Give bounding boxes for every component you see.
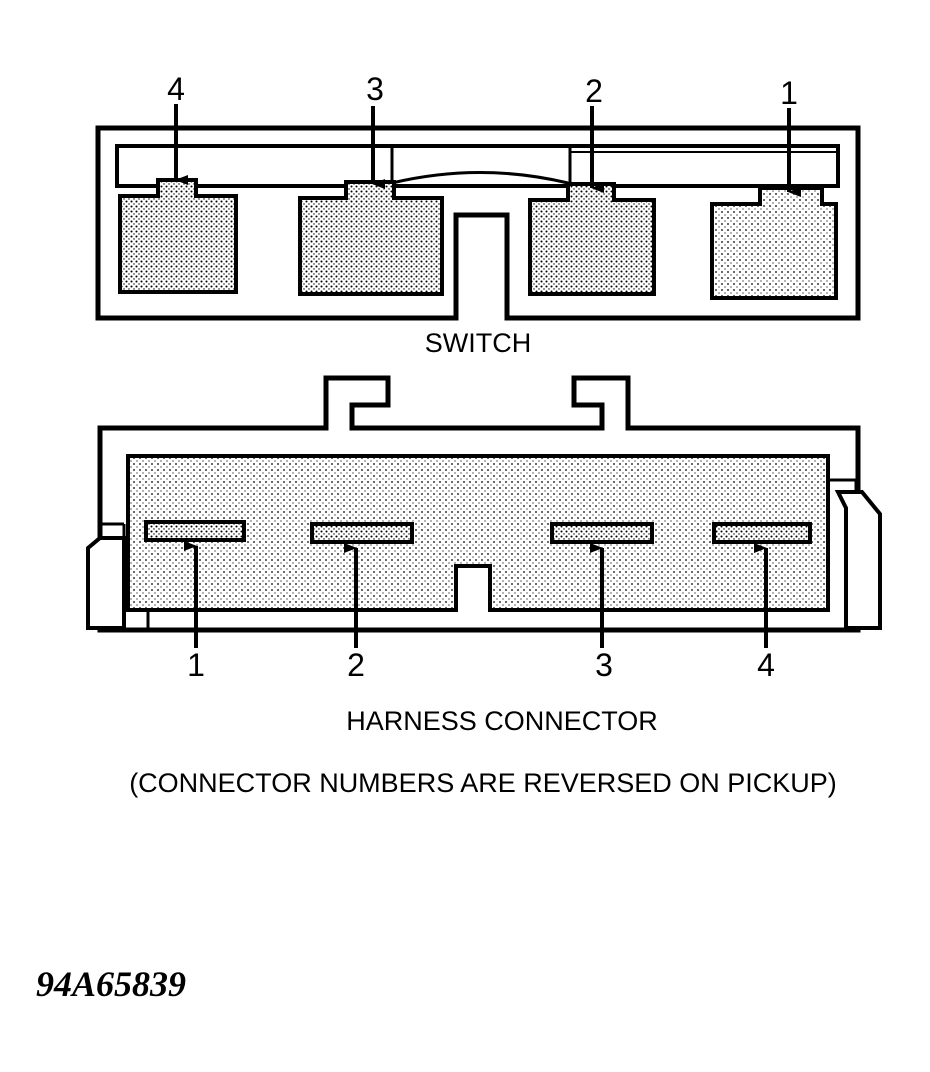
figure-id: 94A65839 (36, 964, 186, 1004)
switch-inner-rail (115, 144, 840, 188)
switch-terminal-3 (298, 180, 444, 296)
switch-caption: SWITCH (425, 328, 531, 358)
switch-terminal-1 (710, 186, 838, 300)
harness-left-lock-tab (86, 536, 126, 630)
switch-contact-bridge (391, 171, 569, 185)
harness-connector-body (86, 375, 882, 648)
switch-pin-label: 1 (780, 75, 798, 111)
harness-insert (126, 454, 830, 612)
harness-terminal-slot-2 (310, 522, 414, 544)
switch-pin-label: 3 (366, 71, 384, 107)
harness-pin-label: 1 (187, 647, 205, 683)
harness-terminal-slot-3 (550, 522, 654, 544)
switch-housing-outline (95, 125, 861, 321)
switch-terminal-4 (118, 178, 238, 294)
harness-right-lock-tab (834, 490, 882, 630)
switch-body (95, 104, 861, 321)
harness-terminal-slot-1 (144, 520, 246, 542)
harness-terminal-slot-4 (712, 522, 812, 544)
switch-terminal-2 (528, 182, 656, 296)
switch-pin-label: 4 (167, 71, 185, 107)
harness-reversal-note: (CONNECTOR NUMBERS ARE REVERSED ON PICKU… (129, 768, 837, 798)
harness-pin-label: 2 (347, 647, 365, 683)
harness-pin-label: 4 (757, 647, 775, 683)
switch-pin-label: 2 (585, 73, 603, 109)
harness-pin-label: 3 (595, 647, 613, 683)
harness-caption: HARNESS CONNECTOR (346, 706, 658, 736)
